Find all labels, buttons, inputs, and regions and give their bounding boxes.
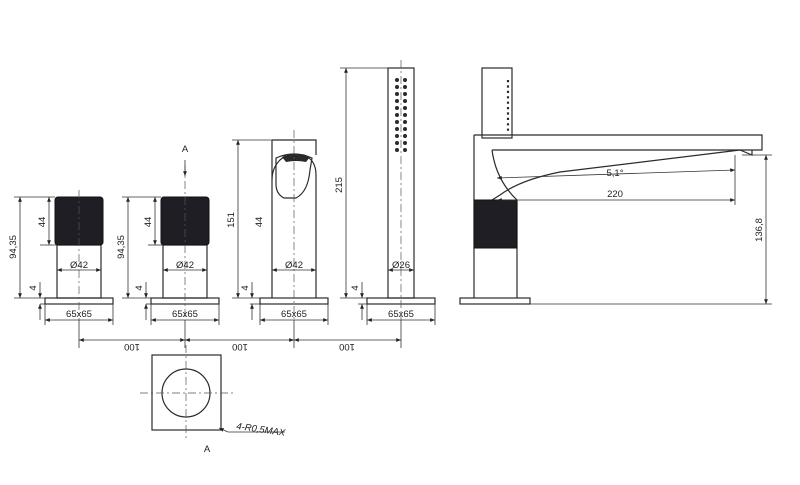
dim-diameter-42-c: Ø42 <box>285 260 303 271</box>
dim-215: 215 <box>334 177 345 193</box>
dim-diameter-42-b: Ø42 <box>176 260 194 271</box>
valve-handle-1 <box>44 190 114 320</box>
nozzle-dot <box>403 99 407 103</box>
nozzle-dot <box>403 113 407 117</box>
nozzle-dot <box>403 134 407 138</box>
nozzle-dot <box>403 85 407 89</box>
nozzle-dot <box>403 92 407 96</box>
dim-radius: 4-R0,5MAX <box>236 421 287 439</box>
dim-base-b: 65x65 <box>172 309 198 320</box>
nozzle-dot <box>403 127 407 131</box>
dim-4-c: 4 <box>240 285 251 290</box>
section-label-a-top: A <box>182 144 189 155</box>
nozzle-dot <box>403 148 407 152</box>
dim-base-a: 65x65 <box>66 309 92 320</box>
dim-diameter-26: Ø26 <box>392 260 410 271</box>
shower-nozzles <box>395 78 407 152</box>
dim-4-a: 4 <box>28 285 39 290</box>
dim-base-c: 65x65 <box>281 309 307 320</box>
nozzle-dot <box>395 78 399 82</box>
dim-44-b: 44 <box>143 217 154 228</box>
nozzle-dot <box>395 127 399 131</box>
spout-side-view <box>459 67 763 305</box>
nozzle-dot <box>395 92 399 96</box>
dim-angle: 5,1° <box>606 168 623 179</box>
spacing-dimensions: 100 100 100 <box>78 320 402 352</box>
nozzle-dot <box>395 106 399 110</box>
dim-44-a: 44 <box>37 217 48 228</box>
dim-94-35-a: 94,35 <box>8 235 19 259</box>
nozzle-dot <box>395 120 399 124</box>
section-label-a-bottom: A <box>204 444 211 455</box>
nozzle-dot <box>403 120 407 124</box>
dim-diameter-42-a: Ø42 <box>70 260 88 271</box>
valve-2-dimensions: 94,35 44 4 Ø42 65x65 <box>116 196 220 325</box>
diverter-dimensions: 151 4 44 Ø42 65x65 <box>226 139 329 325</box>
nozzle-dot <box>403 141 407 145</box>
hand-shower-dimensions: 215 4 Ø26 65x65 <box>334 67 436 325</box>
plan-view-a: 4-R0,5MAX <box>140 345 286 440</box>
diverter-body <box>259 130 329 320</box>
nozzle-dot <box>403 78 407 82</box>
nozzle-dot <box>395 113 399 117</box>
nozzle-dot <box>395 134 399 138</box>
dim-spacing-3: 100 <box>339 341 355 352</box>
valve-handle-2 <box>150 165 220 320</box>
nozzle-dot <box>395 99 399 103</box>
dim-220: 220 <box>607 189 623 200</box>
dim-151: 151 <box>226 212 237 228</box>
spout-dimensions: 5,1° 220 136,8 <box>496 154 772 305</box>
hand-shower <box>366 60 436 320</box>
nozzle-dot <box>395 141 399 145</box>
dim-44-c: 44 <box>254 217 265 228</box>
dim-136-8: 136,8 <box>754 218 765 242</box>
nozzle-dot <box>395 85 399 89</box>
dim-94-35-b: 94,35 <box>116 235 127 259</box>
dim-spacing-2: 100 <box>232 341 248 352</box>
dim-base-d: 65x65 <box>388 309 414 320</box>
dim-spacing-1: 100 <box>124 341 140 352</box>
dim-4-b: 4 <box>134 285 145 290</box>
nozzle-dot <box>403 106 407 110</box>
dim-4-d: 4 <box>350 285 361 290</box>
nozzle-dot <box>395 148 399 152</box>
